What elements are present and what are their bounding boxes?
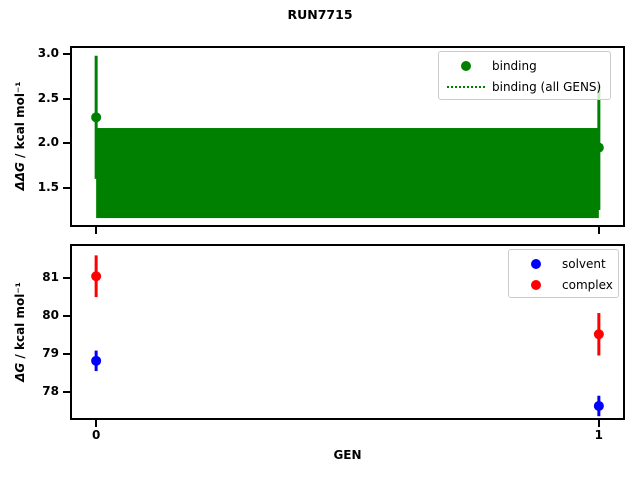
uncertainty-band (96, 128, 599, 219)
y-tick-mark (63, 277, 70, 280)
y-tick-label: 2.0 (37, 135, 59, 150)
legend-handle (516, 279, 556, 290)
complex-dot-icon (531, 279, 541, 290)
x-tick-mark (95, 420, 98, 427)
bottom-y-axis-label: ΔG / kcal mol⁻¹ (13, 282, 27, 382)
y-tick-mark (63, 353, 70, 355)
bottom-y-axis-label-units: / kcal mol⁻¹ (13, 282, 27, 363)
complex-data-point (593, 329, 604, 340)
x-tick-label: 1 (594, 428, 604, 442)
y-tick-label: 78 (42, 383, 59, 398)
legend-handle (446, 60, 486, 71)
solvent-data-point (91, 355, 102, 366)
top-legend: binding binding (all GENS) (438, 51, 611, 100)
top-y-axis-label: ΔΔG / kcal mol⁻¹ (13, 81, 27, 190)
bottom-plot-area (70, 244, 625, 420)
y-tick-label: 1.5 (37, 179, 59, 194)
complex-data-point (91, 271, 102, 282)
top-plot-area (70, 46, 625, 227)
bottom-y-axis-label-math: ΔG (13, 362, 27, 382)
y-tick-label: 80 (42, 308, 59, 323)
legend-entry-solvent: solvent (516, 253, 612, 274)
y-tick-mark (63, 390, 70, 393)
solvent-dot-icon (531, 258, 541, 269)
legend-handle (516, 258, 556, 269)
legend-entry-complex: complex (516, 274, 613, 295)
x-axis-label: GEN (333, 448, 362, 462)
binding-data-point (91, 112, 102, 123)
legend-entry-binding: binding (446, 55, 604, 76)
bottom-legend: solvent complex (508, 249, 619, 298)
y-tick-mark (63, 142, 70, 145)
legend-handle (446, 85, 486, 88)
top-y-axis-label-units: / kcal mol⁻¹ (13, 81, 27, 163)
legend-label-complex: complex (562, 277, 613, 292)
legend-label-solvent: solvent (562, 256, 606, 271)
x-tick-label: 0 (91, 428, 101, 442)
y-tick-mark (63, 186, 70, 189)
y-tick-label: 3.0 (37, 46, 59, 61)
legend-label-binding: binding (492, 58, 537, 73)
legend-label-binding-all-gens: binding (all GENS) (492, 79, 602, 94)
y-tick-label: 2.5 (37, 90, 59, 105)
top-y-axis-label-math: ΔΔG (13, 162, 27, 191)
y-tick-label: 81 (42, 270, 59, 285)
axes-spine (70, 46, 625, 227)
x-tick-mark (95, 227, 98, 234)
binding-all-gens-dotted-line-icon (447, 85, 485, 88)
y-tick-mark (63, 315, 70, 318)
x-tick-mark (597, 227, 600, 234)
y-tick-mark (63, 53, 70, 56)
x-tick-mark (597, 420, 600, 427)
y-tick-label: 79 (42, 346, 59, 360)
figure-title: RUN7715 (287, 7, 353, 22)
binding-dot-icon (461, 60, 471, 71)
axes-spine (70, 244, 625, 420)
solvent-data-point (593, 400, 604, 411)
binding-data-point (593, 142, 604, 153)
legend-entry-binding-all-gens: binding (all GENS) (446, 76, 604, 97)
y-tick-mark (63, 97, 70, 100)
